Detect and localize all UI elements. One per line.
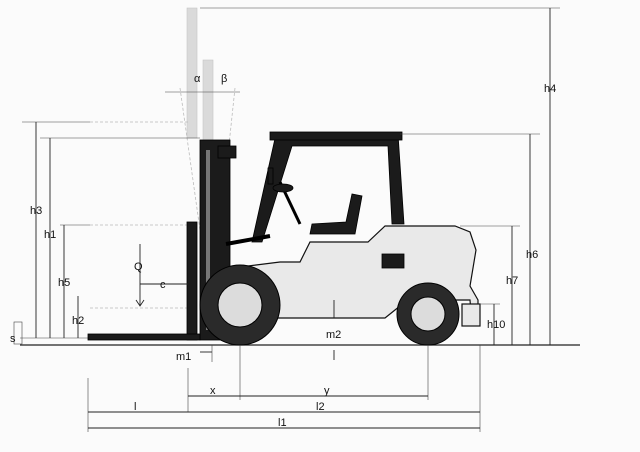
guard-roof xyxy=(269,131,403,141)
rear-bumper xyxy=(461,303,481,327)
forklift-drawing xyxy=(87,131,481,346)
dimension-labels: α β h4 h6 h7 h10 h3 h1 h5 h2 s Q c m1 m2… xyxy=(10,73,556,429)
control-lever xyxy=(267,167,274,185)
engine-vent xyxy=(381,253,405,269)
tilt-cylinder xyxy=(225,234,271,246)
rear-wheel-hub xyxy=(410,296,446,332)
label-l2: l2 xyxy=(316,401,325,413)
label-h2: h2 xyxy=(72,315,84,327)
label-h10: h10 xyxy=(487,319,505,331)
label-h4: h4 xyxy=(544,83,556,95)
overhead-guard xyxy=(251,133,405,243)
label-x: x xyxy=(210,385,216,397)
label-h3: h3 xyxy=(30,205,42,217)
label-s: s xyxy=(10,333,16,345)
label-m2: m2 xyxy=(326,329,341,341)
fork-carriage xyxy=(186,221,198,341)
mast-inner-ghost xyxy=(202,59,214,141)
label-h7: h7 xyxy=(506,275,518,287)
dimension-lines xyxy=(13,7,560,432)
forks xyxy=(87,333,201,341)
front-wheel-hub xyxy=(217,282,263,328)
label-m1: m1 xyxy=(176,351,191,363)
label-y: y xyxy=(324,385,330,397)
label-l: l xyxy=(134,401,136,413)
label-c: c xyxy=(160,279,166,291)
mast-head xyxy=(217,145,237,159)
label-l1: l1 xyxy=(278,417,287,429)
operator-seat xyxy=(309,193,363,235)
label-q: Q xyxy=(134,261,143,273)
label-beta: β xyxy=(221,73,227,85)
label-h5: h5 xyxy=(58,277,70,289)
s-marker xyxy=(13,321,23,345)
truck-body xyxy=(231,225,479,326)
mast-channel xyxy=(206,150,210,330)
label-alpha: α xyxy=(194,73,201,85)
tilt-forward-line xyxy=(179,87,201,231)
label-h6: h6 xyxy=(526,249,538,261)
label-h1: h1 xyxy=(44,229,56,241)
steering-wheel xyxy=(272,183,294,193)
